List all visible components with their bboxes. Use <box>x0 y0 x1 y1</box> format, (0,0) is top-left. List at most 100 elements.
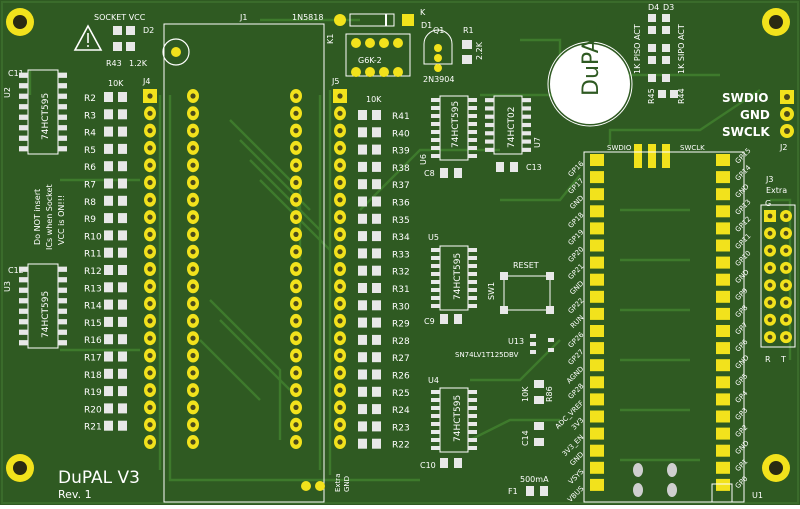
c8-cap <box>440 168 462 178</box>
pin-hole <box>293 439 299 445</box>
pin-hole <box>293 231 299 237</box>
resistor-pad <box>358 248 367 259</box>
resistor-label: R23 <box>392 423 410 433</box>
pico-pin <box>716 222 730 235</box>
pin-hole <box>147 370 153 376</box>
u5-part: 74HCT595 <box>453 253 463 300</box>
c9-cap <box>440 314 462 324</box>
resistor-label: R8 <box>84 198 96 208</box>
resistor-pad <box>358 196 367 207</box>
chip-pad <box>468 390 477 394</box>
resistor-pad <box>104 403 113 414</box>
u7-chip <box>485 95 531 155</box>
pico-pin <box>590 342 604 355</box>
pico-pin <box>590 256 604 269</box>
chip-pad <box>485 147 494 152</box>
pin-hole <box>767 265 773 271</box>
pin-hole <box>293 249 299 255</box>
chip-pad <box>468 398 477 402</box>
chip-pad <box>522 131 531 136</box>
chip-pad <box>58 83 67 89</box>
chip-pad <box>522 122 531 128</box>
chip-pad <box>58 340 67 346</box>
u3-part: 74HCT595 <box>41 291 51 338</box>
pin-hole <box>337 266 343 272</box>
resistor-label: R36 <box>392 199 410 209</box>
chip-pad <box>468 154 477 158</box>
pico-pin <box>716 478 730 491</box>
pin-hole <box>147 249 153 255</box>
resistor-pad <box>104 299 113 310</box>
resistor-pad <box>372 438 381 449</box>
j3-outline <box>760 204 796 348</box>
resistor-label: R35 <box>392 216 410 226</box>
chip-pad <box>468 138 477 142</box>
pin-hole <box>147 145 153 151</box>
chip-pad <box>431 414 440 418</box>
pico-pin <box>716 342 730 355</box>
chip-outline <box>27 263 59 349</box>
resistor-label: R31 <box>392 285 410 295</box>
chip-pad <box>19 329 28 335</box>
pico-pin <box>590 239 604 252</box>
resistor-pad <box>372 300 381 311</box>
resistor-pad <box>372 386 381 397</box>
reset-button[interactable] <box>500 272 554 314</box>
pico-pin <box>716 273 730 286</box>
j3-t-label: T <box>780 355 786 364</box>
resistor-pad <box>104 386 113 397</box>
pico-pin <box>716 359 730 372</box>
d1-label: D1 <box>421 21 432 30</box>
resistor-pad <box>118 403 127 414</box>
pico-pin <box>716 171 730 184</box>
chip-pad <box>431 406 440 410</box>
resistor-pad <box>118 126 127 137</box>
u2-part-ic: 74HCT595 <box>41 93 51 140</box>
resistor-label: R18 <box>84 371 102 381</box>
pin-hole <box>147 266 153 272</box>
pico-pin <box>590 427 604 440</box>
chip-pad <box>19 114 28 120</box>
pico-pin <box>590 478 604 491</box>
chip-pad <box>522 139 531 144</box>
resistor-pad <box>358 213 367 224</box>
resistor-pad <box>372 352 381 363</box>
r86-value: 10K <box>521 386 530 402</box>
pico-pin <box>590 205 604 218</box>
pin-hole <box>147 214 153 220</box>
resistor-pad <box>358 404 367 415</box>
header-pin-columns <box>143 89 347 449</box>
pin-hole <box>293 197 299 203</box>
resistor-pad <box>358 386 367 397</box>
d4-label: D4 <box>648 3 659 12</box>
c9-label: C9 <box>424 317 435 326</box>
chip-pad <box>19 125 28 131</box>
chip-pad <box>431 264 440 268</box>
d2-led <box>113 26 135 51</box>
left-resistor-array: R2R3R4R5R6R7R8R9R10R11R12R13R14R15R16R17… <box>84 92 127 433</box>
resistor-pad <box>104 230 113 241</box>
pico-usb-marker <box>711 483 733 503</box>
pin-hole <box>293 179 299 186</box>
chip-pad <box>468 296 477 300</box>
resistor-pad <box>372 248 381 259</box>
pin-hole <box>190 128 196 134</box>
pin-hole <box>190 283 196 289</box>
chip-outline <box>439 95 469 161</box>
u13-chip <box>530 334 554 354</box>
resistor-pad <box>372 265 381 276</box>
resistor-pad <box>118 368 127 379</box>
resistor-label: R7 <box>84 181 96 191</box>
pin-hole <box>767 300 773 305</box>
resistor-label: R5 <box>84 146 96 156</box>
pin-hole <box>337 439 343 445</box>
chip-pad <box>468 106 477 110</box>
chip-pad <box>431 438 440 442</box>
pin-hole <box>767 213 773 219</box>
pin-hole <box>337 110 343 116</box>
u4-label: U4 <box>428 376 439 385</box>
chip-pad <box>431 296 440 300</box>
pin-hole <box>337 197 343 203</box>
chip-pad <box>468 248 477 252</box>
